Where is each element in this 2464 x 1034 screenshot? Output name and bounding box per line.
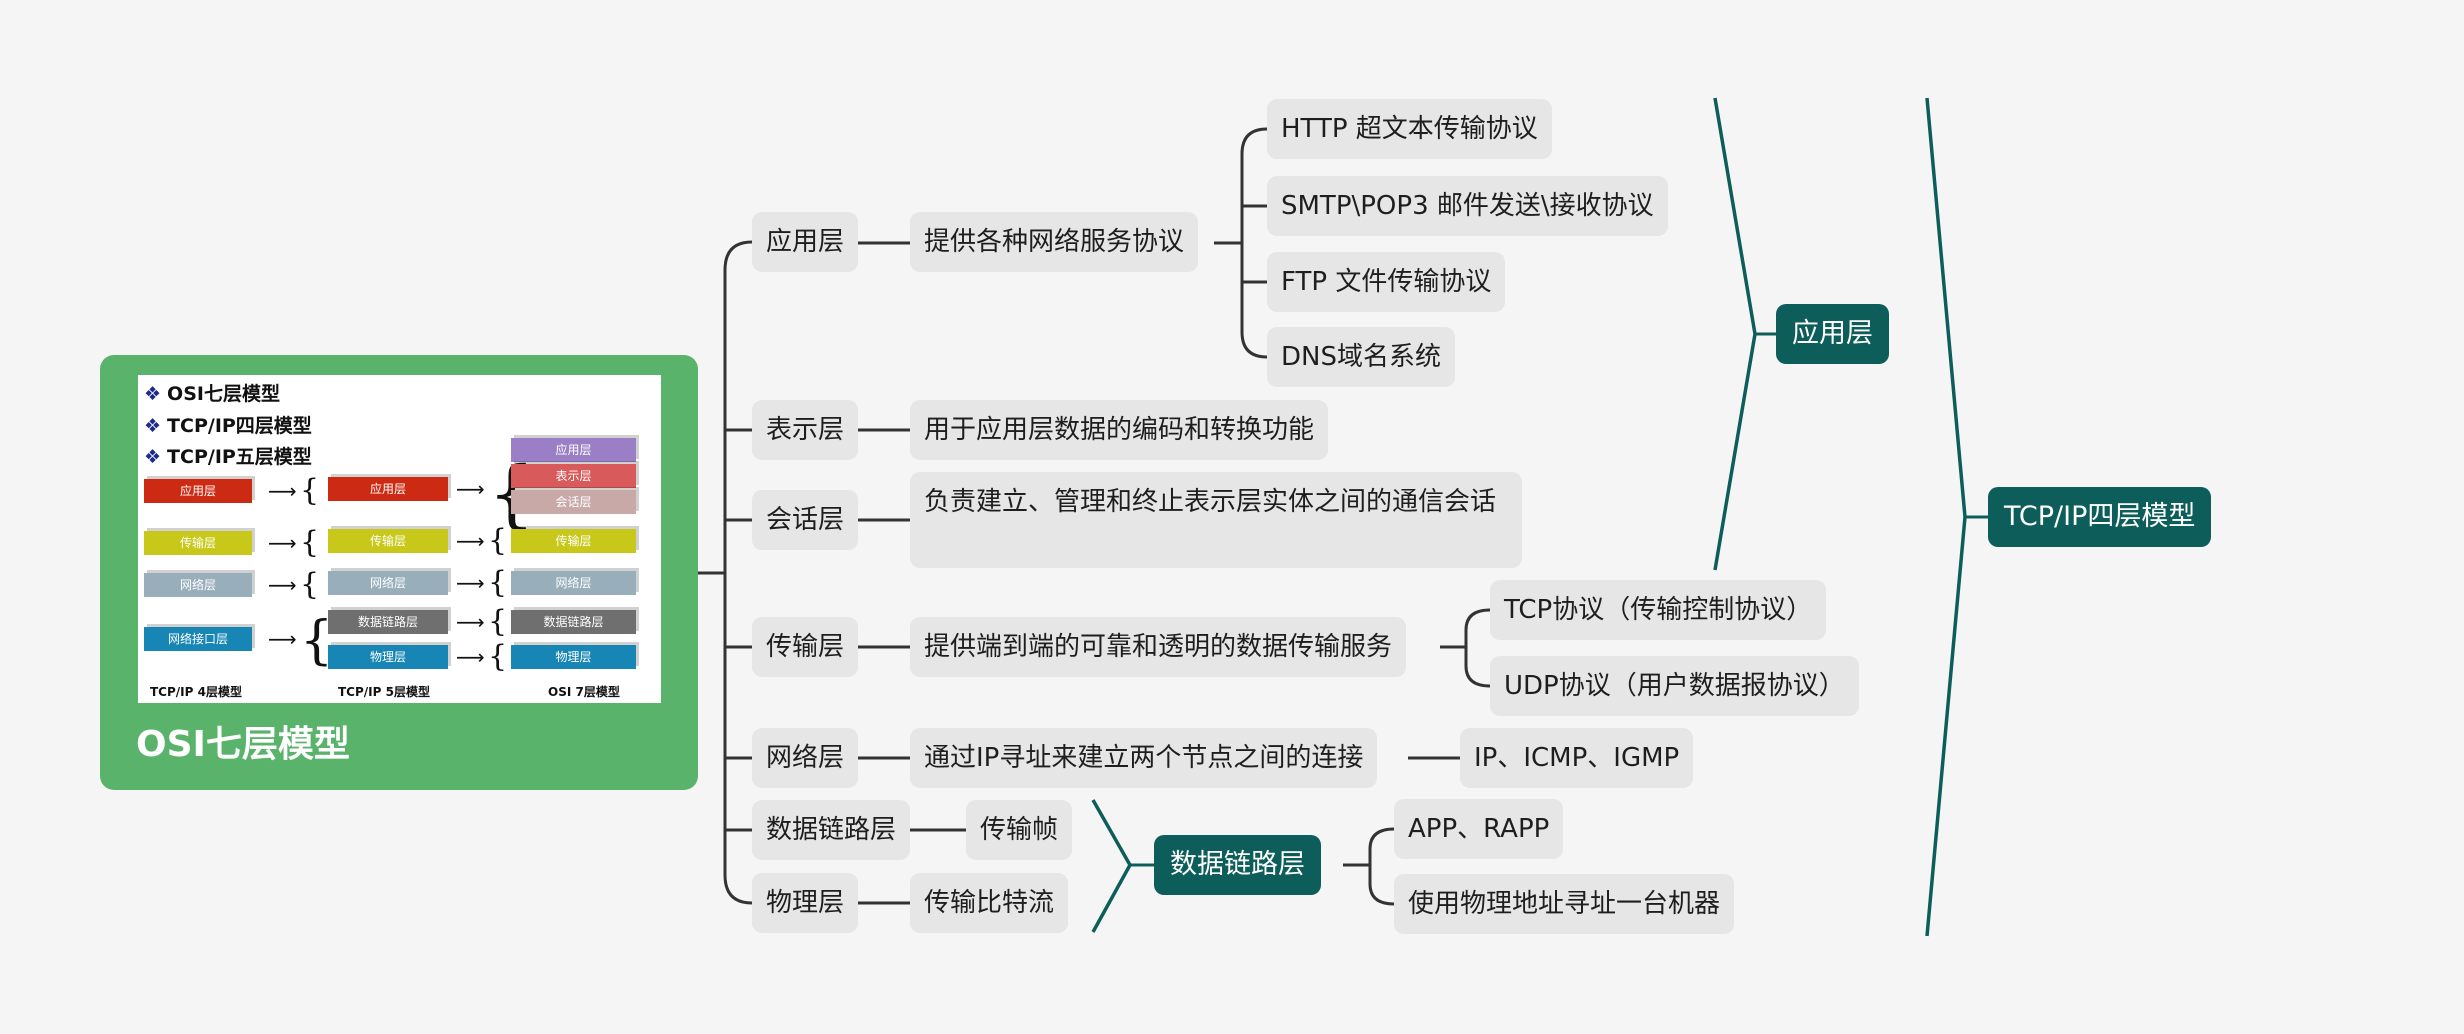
brace-icon: { [300,473,320,508]
node-udp[interactable]: UDP协议（用户数据报协议） [1490,656,1859,716]
arrow-icon: ⟶ [456,477,485,501]
tcp4-block-network: 网络层 [144,573,252,597]
brace-icon: { [300,611,334,671]
tcp5-block-transport: 传输层 [328,529,448,553]
arrow-icon: ⟶ [456,571,485,595]
osi-block-transport: 传输层 [511,529,636,553]
node-ftp[interactable]: FTP 文件传输协议 [1267,252,1506,312]
osi-block-application: 应用层 [511,438,636,462]
brace-icon: { [300,567,320,602]
node-presentation-desc[interactable]: 用于应用层数据的编码和转换功能 [910,400,1329,460]
bullet-osi: ❖OSI七层模型 [144,383,280,405]
node-session-layer[interactable]: 会话层 [752,490,859,550]
tcp4-block-transport: 传输层 [144,531,252,555]
bullet-tcpip5: ❖TCP/IP五层模型 [144,446,312,468]
summary-tcpip-model[interactable]: TCP/IP四层模型 [1988,487,2212,547]
node-network-layer[interactable]: 网络层 [752,728,859,788]
arrow-icon: ⟶ [268,573,297,597]
node-transport-desc[interactable]: 提供端到端的可靠和透明的数据传输服务 [910,617,1407,677]
node-network-desc[interactable]: 通过IP寻址来建立两个节点之间的连接 [910,728,1378,788]
brace-icon: { [300,525,320,560]
osi-block-session: 会话层 [511,490,636,514]
node-session-desc[interactable]: 负责建立、管理和终止表示层实体之间的通信会话 [910,472,1522,568]
node-physical-layer[interactable]: 物理层 [752,873,859,933]
node-smtp-pop3[interactable]: SMTP\POP3 邮件发送\接收协议 [1267,176,1668,236]
arrow-icon: ⟶ [268,479,297,503]
root-node[interactable]: ❖OSI七层模型 ❖TCP/IP四层模型 ❖TCP/IP五层模型 应用层 传输层… [100,355,698,790]
node-application-layer[interactable]: 应用层 [752,212,859,272]
osi-block-datalink: 数据链路层 [511,610,636,634]
node-presentation-layer[interactable]: 表示层 [752,400,859,460]
node-physical-desc[interactable]: 传输比特流 [910,873,1069,933]
arrow-icon: ⟶ [268,531,297,555]
caption-tcp4: TCP/IP 4层模型 [150,685,242,699]
node-http[interactable]: HTTP 超文本传输协议 [1267,99,1552,159]
arrow-icon: ⟶ [268,627,297,651]
caption-tcp5: TCP/IP 5层模型 [338,685,430,699]
tcp5-block-application: 应用层 [328,477,448,501]
node-physical-address[interactable]: 使用物理地址寻址一台机器 [1394,874,1735,934]
brace-icon: { [488,523,508,558]
node-app-rapp[interactable]: APP、RAPP [1394,799,1564,859]
tcp5-block-datalink: 数据链路层 [328,610,448,634]
summary-datalink-layer[interactable]: 数据链路层 [1154,835,1321,895]
brace-icon: { [488,604,508,639]
tcp4-block-interface: 网络接口层 [144,627,252,651]
bullet-tcpip4: ❖TCP/IP四层模型 [144,415,312,437]
node-ip-icmp-igmp[interactable]: IP、ICMP、IGMP [1460,728,1694,788]
osi-block-physical: 物理层 [511,645,636,669]
node-application-desc[interactable]: 提供各种网络服务协议 [910,212,1199,272]
root-title: OSI七层模型 [136,724,350,765]
node-tcp[interactable]: TCP协议（传输控制协议） [1490,580,1827,640]
tcp5-block-physical: 物理层 [328,645,448,669]
node-datalink-desc[interactable]: 传输帧 [966,800,1073,860]
node-dns[interactable]: DNS域名系统 [1267,327,1455,387]
tcp4-block-application: 应用层 [144,479,252,503]
node-datalink-layer[interactable]: 数据链路层 [752,800,911,860]
arrow-icon: ⟶ [456,529,485,553]
summary-application-layer[interactable]: 应用层 [1776,304,1889,364]
arrow-icon: ⟶ [456,610,485,634]
osi-model-comparison-image: ❖OSI七层模型 ❖TCP/IP四层模型 ❖TCP/IP五层模型 应用层 传输层… [138,375,661,703]
caption-osi7: OSI 7层模型 [548,685,620,699]
osi-block-presentation: 表示层 [511,464,636,488]
brace-icon: { [488,565,508,600]
brace-icon: { [488,639,508,674]
osi-block-network: 网络层 [511,571,636,595]
tcp5-block-network: 网络层 [328,571,448,595]
node-transport-layer[interactable]: 传输层 [752,617,859,677]
arrow-icon: ⟶ [456,645,485,669]
